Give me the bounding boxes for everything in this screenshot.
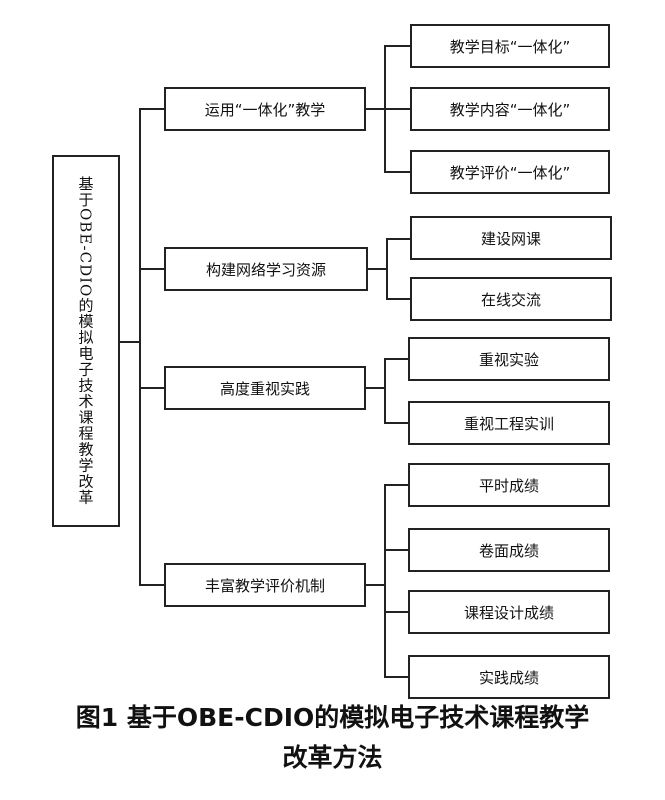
leaf-label: 课程设计成绩 [463,603,554,622]
connector [384,108,410,110]
connector [384,676,408,678]
leaf-node: 建设网课 [410,216,612,260]
connector [366,584,384,586]
leaf-node: 重视实验 [408,337,610,381]
connector [384,171,410,173]
leaf-node: 重视工程实训 [408,401,610,445]
branch-label: 构建网络学习资源 [205,260,326,279]
leaf-node: 教学内容“一体化” [410,87,610,131]
connector [139,268,164,270]
leaf-label: 建设网课 [480,229,541,248]
mind-map-diagram: 基于OBE-CDIO的模拟电子技术课程教学改革 运用“一体化”教学 构建网络学习… [52,24,612,699]
leaf-label: 重视工程实训 [463,414,554,433]
connector [139,387,164,389]
leaf-node: 平时成绩 [408,463,610,507]
leaf-label: 教学评价“一体化” [449,163,571,182]
leaf-label: 教学内容“一体化” [449,100,571,119]
leaf-label: 平时成绩 [478,476,539,495]
branch-node-online-resources: 构建网络学习资源 [164,247,368,291]
connector [366,108,384,110]
connector [384,422,408,424]
branch-label: 运用“一体化”教学 [204,100,326,119]
leaf-node: 教学目标“一体化” [410,24,610,68]
leaf-label: 在线交流 [480,290,541,309]
leaf-node: 课程设计成绩 [408,590,610,634]
connector [384,45,410,47]
connector [386,238,410,240]
leaf-label: 重视实验 [478,350,539,369]
connector [384,611,408,613]
branch-node-practice: 高度重视实践 [164,366,366,410]
connector [384,549,408,551]
connector [384,484,386,678]
connector [139,108,141,585]
caption-line-2: 改革方法 [282,743,383,772]
connector [366,387,384,389]
leaf-node: 教学评价“一体化” [410,150,610,194]
connector [386,298,410,300]
leaf-label: 实践成绩 [478,668,539,687]
leaf-label: 教学目标“一体化” [449,37,571,56]
branch-node-evaluation: 丰富教学评价机制 [164,563,366,607]
connector [139,584,164,586]
connector [120,341,139,343]
leaf-label: 卷面成绩 [478,541,539,560]
connector [384,484,408,486]
caption-line-1: 图1 基于OBE-CDIO的模拟电子技术课程教学 [75,703,590,732]
root-node: 基于OBE-CDIO的模拟电子技术课程教学改革 [52,155,120,527]
branch-label: 高度重视实践 [219,379,310,398]
branch-label: 丰富教学评价机制 [204,576,325,595]
connector [139,108,164,110]
connector [386,238,388,300]
figure-caption: 图1 基于OBE-CDIO的模拟电子技术课程教学 改革方法 [0,698,665,778]
connector [384,358,386,424]
branch-node-integrated-teaching: 运用“一体化”教学 [164,87,366,131]
leaf-node: 卷面成绩 [408,528,610,572]
root-label: 基于OBE-CDIO的模拟电子技术课程教学改革 [76,176,95,506]
leaf-node: 在线交流 [410,277,612,321]
connector [384,358,408,360]
connector [368,268,386,270]
leaf-node: 实践成绩 [408,655,610,699]
